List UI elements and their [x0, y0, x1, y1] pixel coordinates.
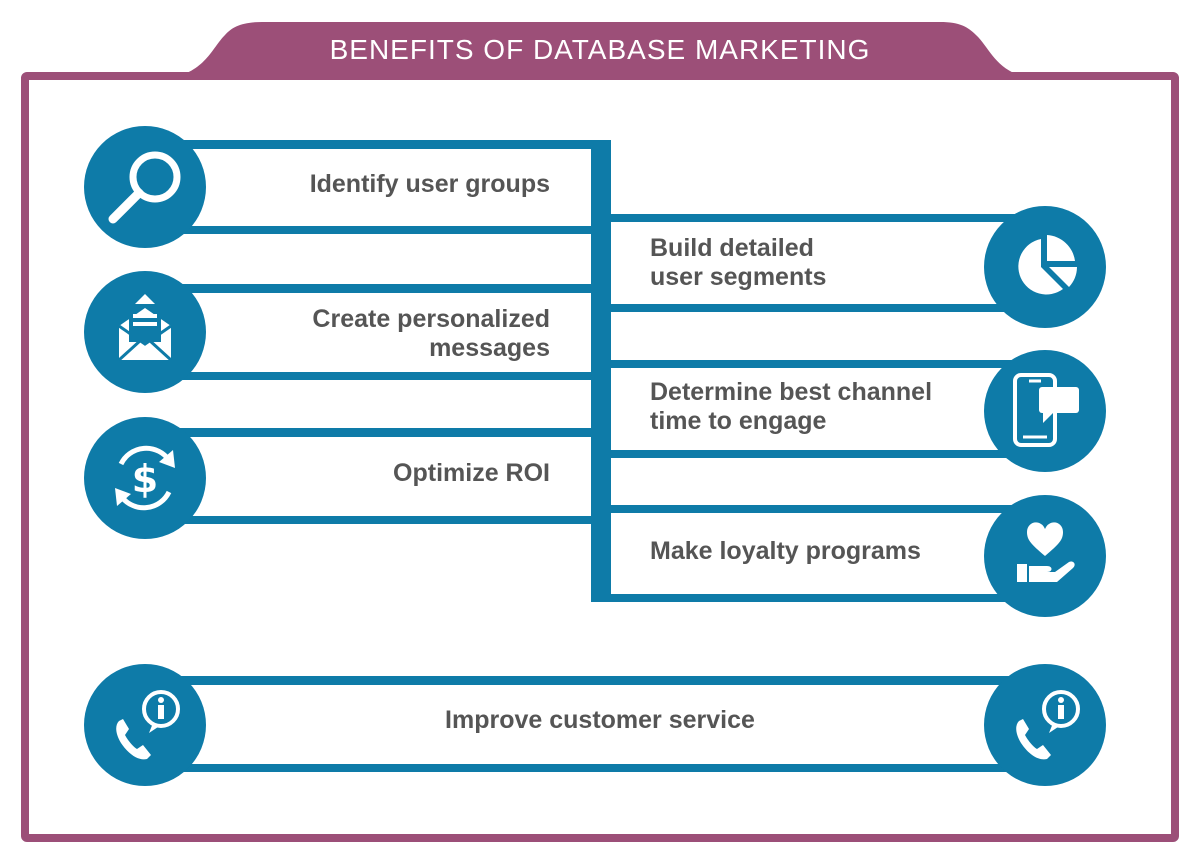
label-loyalty: Make loyalty programs: [650, 537, 980, 566]
phone-info-icon: [983, 663, 1107, 787]
bar-channel-top: [611, 360, 1027, 368]
label-roi-text: Optimize ROI: [393, 459, 550, 487]
bar-channel-bottom: [611, 450, 1027, 458]
title-tab: [170, 22, 1030, 78]
bar-personalized-bottom: [175, 372, 591, 380]
phone-info-icon: [83, 663, 207, 787]
label-channel-line1: Determine best channel: [650, 378, 933, 406]
label-roi: Optimize ROI: [230, 459, 550, 488]
service-bars: [175, 676, 1025, 772]
label-service-text: Improve customer service: [445, 706, 755, 734]
envelope-icon: [83, 270, 207, 394]
page-title: BENEFITS OF DATABASE MARKETING: [329, 34, 871, 65]
magnifier-icon: [83, 125, 207, 249]
phone-chat-icon: [983, 349, 1107, 473]
label-identify-text: Identify user groups: [309, 170, 550, 198]
bar-roi-bottom: [175, 516, 591, 524]
label-channel: Determine best channel time to engage: [650, 378, 980, 436]
svg-text:$: $: [132, 457, 158, 501]
bar-segments-bottom: [611, 304, 1027, 312]
label-loyalty-text: Make loyalty programs: [650, 537, 921, 565]
label-personalized: Create personalized messages: [230, 305, 550, 363]
heart-hand-icon: [983, 494, 1107, 618]
label-personalized-line2: messages: [429, 334, 550, 362]
spine: [591, 140, 611, 602]
label-segments-line1: Build detailed: [650, 234, 814, 262]
bar-segments-top: [611, 214, 1027, 222]
right-bars: [591, 214, 1027, 602]
bar-loyalty-top: [611, 505, 1027, 513]
pie-chart-icon: [983, 205, 1107, 329]
label-segments: Build detailed user segments: [650, 234, 980, 292]
label-personalized-line1: Create personalized: [312, 305, 550, 333]
bar-personalized-top: [175, 284, 591, 293]
label-segments-line2: user segments: [650, 263, 827, 291]
label-channel-line2: time to engage: [650, 407, 827, 435]
dollar-cycle-icon: $: [83, 416, 207, 540]
left-bars: [175, 140, 611, 524]
label-identify: Identify user groups: [230, 170, 550, 199]
bar-identify-bottom: [175, 226, 591, 234]
bar-loyalty-bottom: [591, 594, 1027, 602]
bar-service-bottom: [175, 764, 1025, 772]
bar-service-top: [175, 676, 1025, 685]
bar-identify-top: [175, 140, 611, 149]
label-service: Improve customer service: [300, 706, 900, 735]
bar-roi-top: [175, 428, 591, 437]
outer-border: [21, 72, 1179, 842]
